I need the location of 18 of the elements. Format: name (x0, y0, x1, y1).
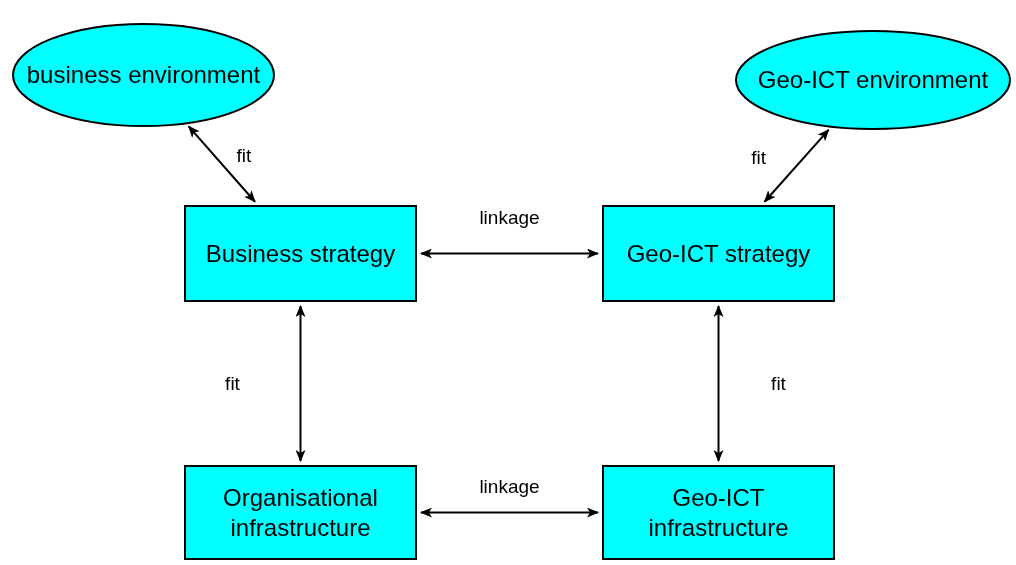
node-label: Geo-ICT strategy (625, 238, 812, 269)
double-arrow (763, 128, 830, 203)
process-box (184, 205, 417, 302)
process-box (602, 465, 835, 560)
process-box (184, 465, 417, 560)
node-label: Geo-ICT environment (756, 65, 990, 95)
node-label: business environment (25, 60, 262, 90)
double-arrow (420, 248, 599, 259)
node-label: Geo-ICT infrastructure (647, 482, 790, 543)
double-arrow (713, 305, 724, 462)
node-label: Business strategy (204, 238, 397, 269)
node-label: Organisational infrastructure (222, 482, 379, 543)
ellipse-node (12, 23, 275, 127)
ellipse-node (735, 30, 1011, 130)
double-arrow (420, 507, 599, 518)
double-arrow (187, 125, 256, 203)
process-box (602, 205, 835, 302)
double-arrow (295, 305, 306, 462)
